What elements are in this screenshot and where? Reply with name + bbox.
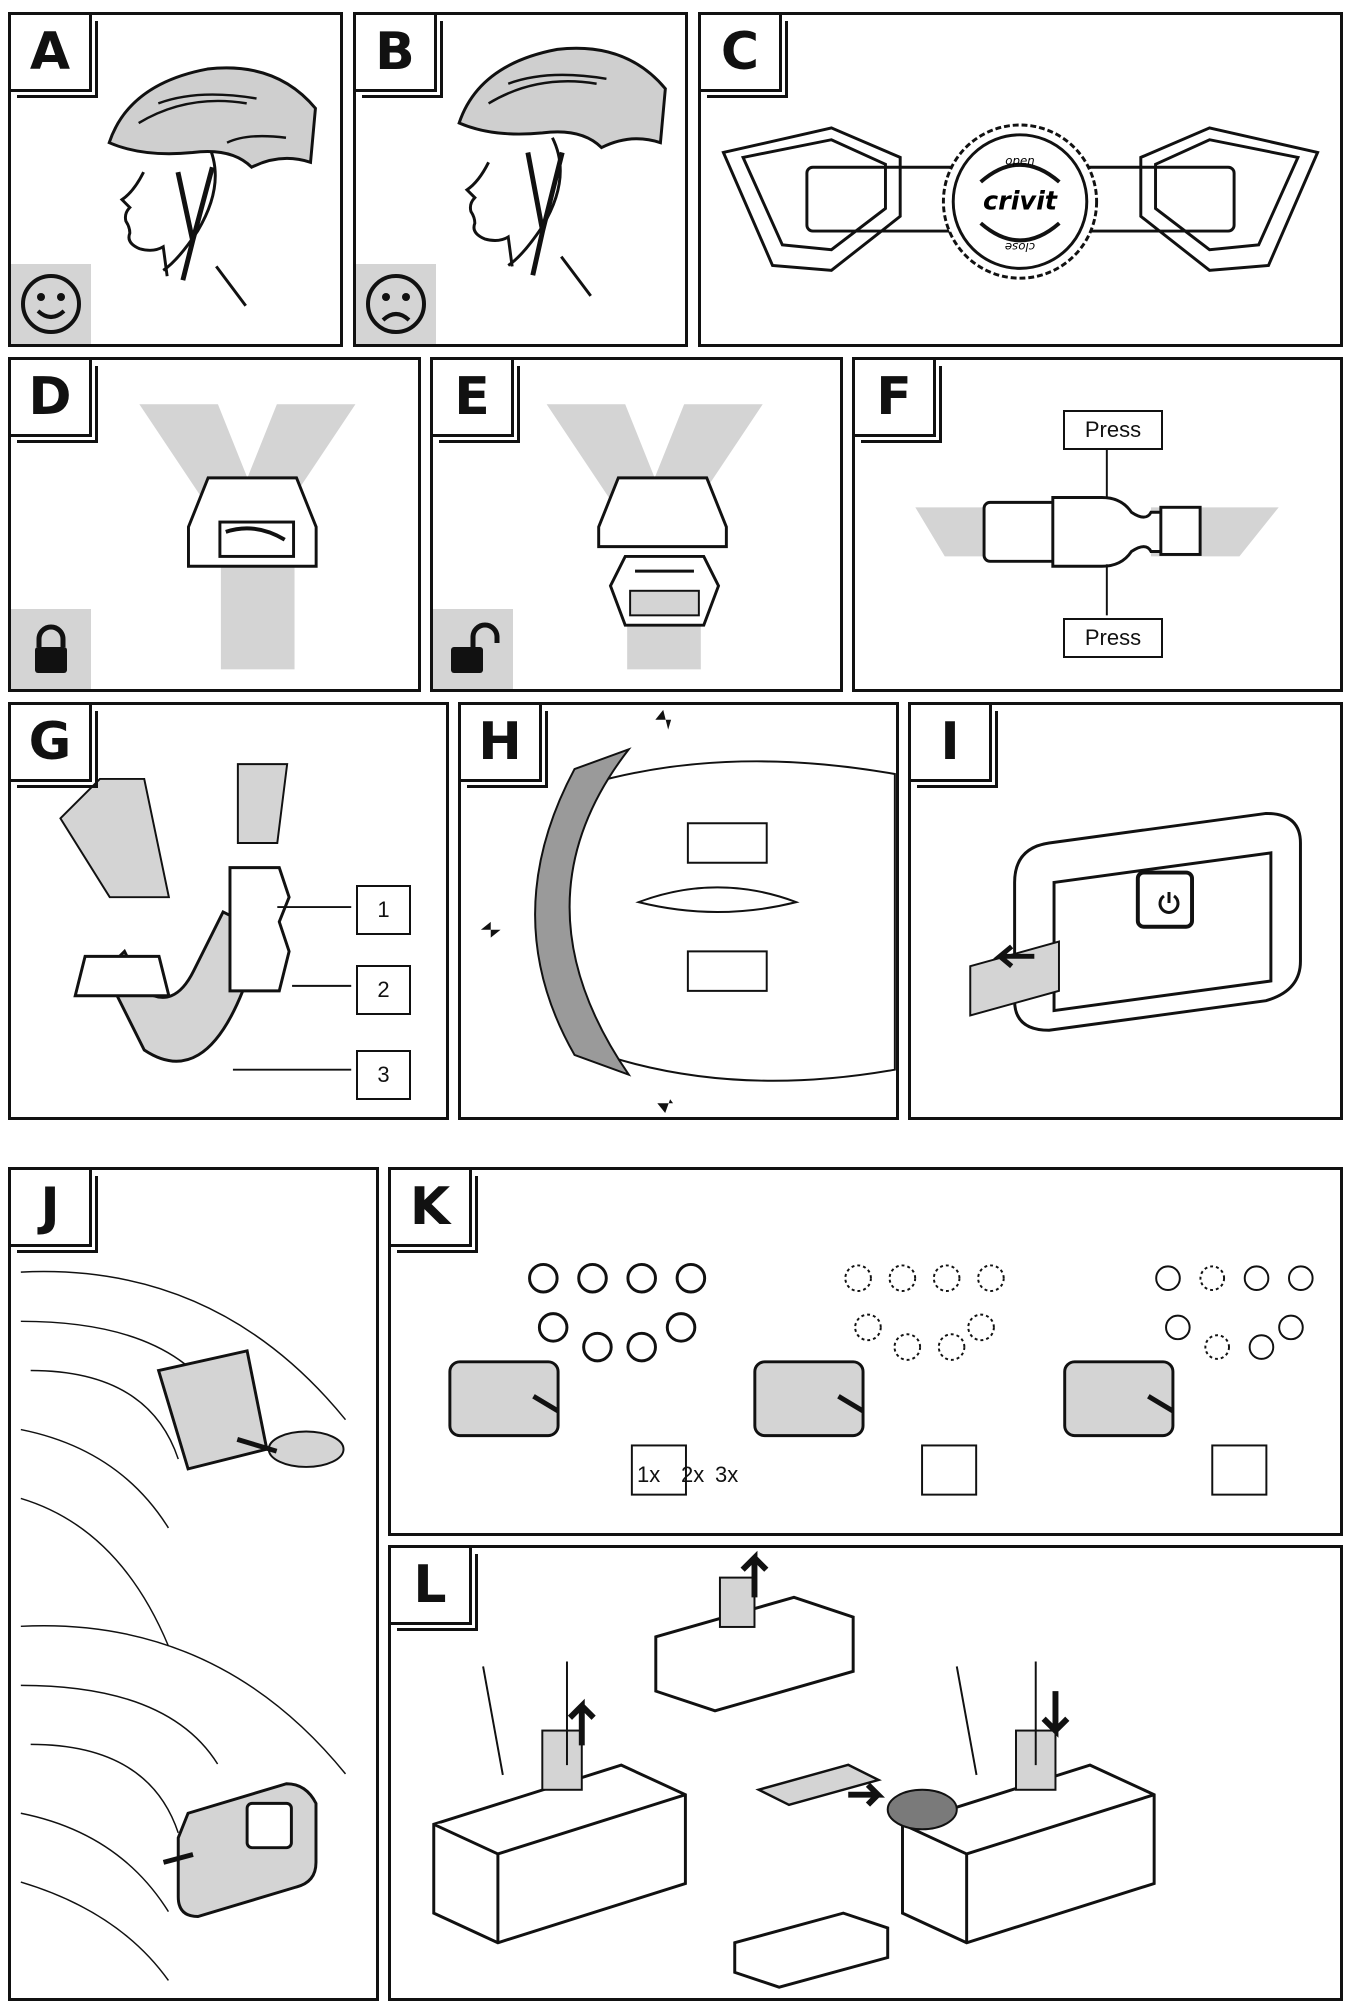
- panel-letter: F: [855, 360, 942, 443]
- light-unit-pull-tab-illustration: [969, 811, 1302, 1032]
- panel-e: E: [430, 357, 843, 692]
- dial-close-label: close: [1005, 240, 1035, 254]
- panel-letter: G: [11, 705, 98, 788]
- dial-brand-label: crivit: [983, 186, 1058, 216]
- sad-face-icon: [366, 274, 426, 334]
- callout-2: 2: [356, 965, 411, 1015]
- panel-j: J: [8, 1167, 379, 2001]
- panel-letter: E: [433, 360, 520, 443]
- strap-divider-unlocked-illustration: [546, 404, 763, 670]
- helmet-correct-fit-illustration: [107, 66, 317, 307]
- light-modes-illustration: [448, 1262, 1314, 1496]
- panel-i: I: [908, 702, 1343, 1120]
- callout-3: 3: [356, 1050, 411, 1100]
- panel-letter: I: [911, 705, 998, 788]
- press-top-label: Press: [1063, 410, 1163, 450]
- panel-letter: D: [11, 360, 98, 443]
- panel-letter: C: [701, 15, 788, 98]
- light-unit-mounting-illustration: [20, 1270, 347, 1981]
- smiley-face-icon: [21, 274, 81, 334]
- lock-state-tile: [11, 609, 91, 689]
- power-icon: [1158, 892, 1180, 914]
- battery-replacement-illustration: [432, 1550, 1156, 1989]
- panel-letter: A: [11, 15, 98, 98]
- unlock-icon: [451, 622, 500, 673]
- panel-a: A: [8, 12, 343, 347]
- buckle-release-illustration: [915, 438, 1279, 616]
- strap-divider-locked-illustration: [139, 404, 356, 670]
- press-bottom-label: Press: [1063, 618, 1163, 658]
- panel-g: G 1 2 3: [8, 702, 449, 1120]
- panel-h: H: [458, 702, 899, 1120]
- helmet-incorrect-fit-illustration: [457, 46, 667, 297]
- panel-l: L: [388, 1545, 1343, 2001]
- fit-rating-tile: [356, 264, 436, 344]
- panel-f: F Press Press: [852, 357, 1343, 692]
- dial-open-label: open: [1005, 153, 1034, 167]
- panel-b: B: [353, 12, 688, 347]
- mode-count-1x: 1x: [637, 1462, 661, 1487]
- panel-letter: B: [356, 15, 443, 98]
- panel-c: C open crivit close: [698, 12, 1343, 347]
- panel-letter: J: [11, 1170, 98, 1253]
- fit-rating-tile: [11, 264, 91, 344]
- panel-letter: L: [391, 1548, 478, 1631]
- chin-strap-buckle-illustration: [59, 763, 352, 1071]
- panel-letter: H: [461, 705, 548, 788]
- mode-count-3x: 3x: [715, 1462, 739, 1487]
- power-button: [1135, 870, 1195, 929]
- callout-1: 1: [356, 885, 411, 935]
- panel-k: K 1x 2x: [388, 1167, 1343, 1536]
- lock-icon: [35, 624, 67, 673]
- panel-d: D: [8, 357, 421, 692]
- visor-removal-illustration: [480, 709, 896, 1114]
- adjustment-dial-illustration: open crivit close: [721, 123, 1320, 280]
- mode-count-2x: 2x: [681, 1462, 705, 1487]
- panel-letter: K: [391, 1170, 478, 1253]
- lock-state-tile: [433, 609, 513, 689]
